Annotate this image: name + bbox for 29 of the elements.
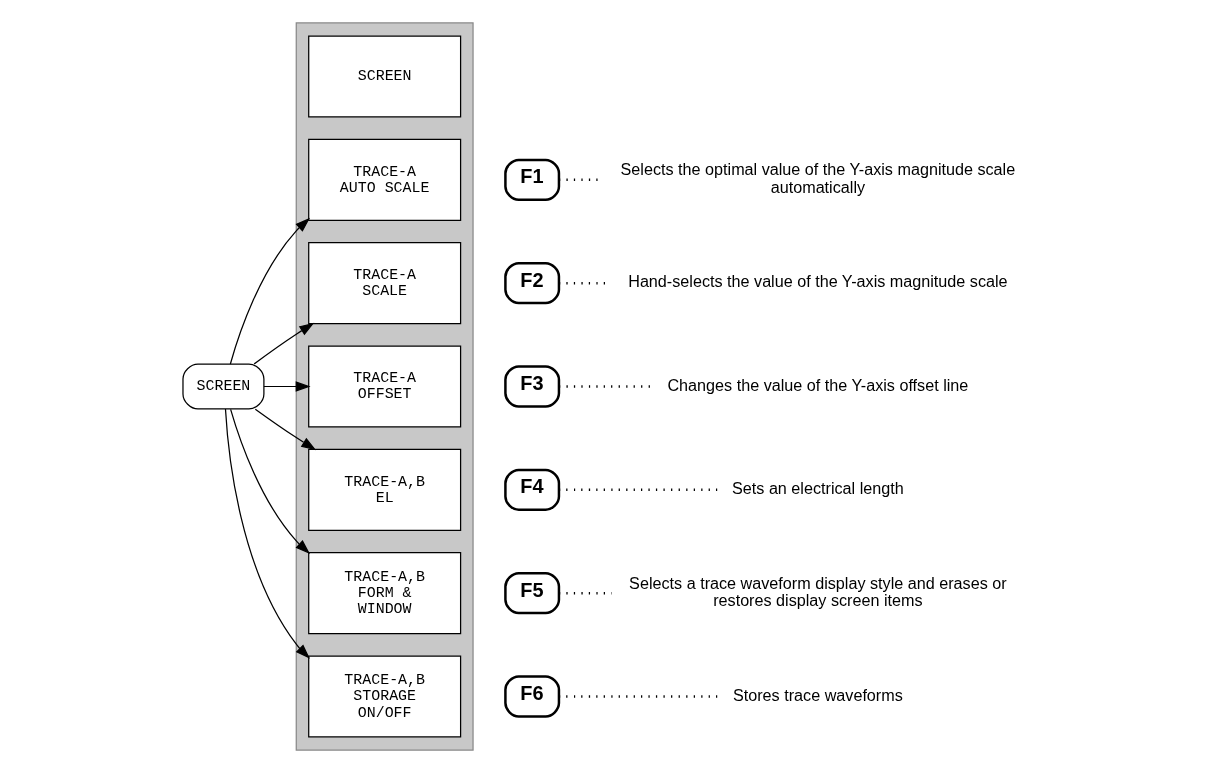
node-box: F1 xyxy=(503,158,560,201)
node-box: F3 xyxy=(503,365,560,408)
connector xyxy=(558,695,719,698)
node-box: F4 xyxy=(503,468,560,511)
node-box: TRACE-A,B STORAGE ON/OFF xyxy=(307,655,461,738)
arrow xyxy=(253,322,314,365)
node-box: TRACE-A,B EL xyxy=(307,448,461,531)
node-box: F5 xyxy=(503,572,560,615)
connector xyxy=(558,385,651,388)
node-box: TRACE-A AUTO SCALE xyxy=(307,138,461,221)
arrow xyxy=(229,408,310,555)
node-box: TRACE-A OFFSET xyxy=(307,345,461,428)
node-box: F6 xyxy=(503,675,560,718)
connector xyxy=(558,488,718,492)
node-box: SCREEN xyxy=(181,363,264,410)
arrow xyxy=(262,381,311,392)
node-text: Selects the optimal value of the Y-axis magnitude scale automatically xyxy=(620,160,1015,196)
arrow xyxy=(224,408,310,659)
arrow xyxy=(229,217,310,365)
node-box: TRACE-A SCALE xyxy=(307,242,461,325)
node-text: Hand-selects the value of the Y-axis magnitude scale xyxy=(627,272,1008,291)
node-text: Stores trace waveforms xyxy=(732,685,903,704)
node-text: Selects a trace waveform display style and erases or restores display screen items xyxy=(628,573,1007,610)
arrow xyxy=(254,408,316,451)
node-text: Sets an electrical length xyxy=(731,479,904,498)
node-text: Changes the value of the Y-axis offset line xyxy=(666,375,968,394)
node-box: F2 xyxy=(503,262,560,305)
node-box: TRACE-A,B FORM & WINDOW xyxy=(307,552,461,635)
node-box: SCREEN xyxy=(307,35,461,118)
